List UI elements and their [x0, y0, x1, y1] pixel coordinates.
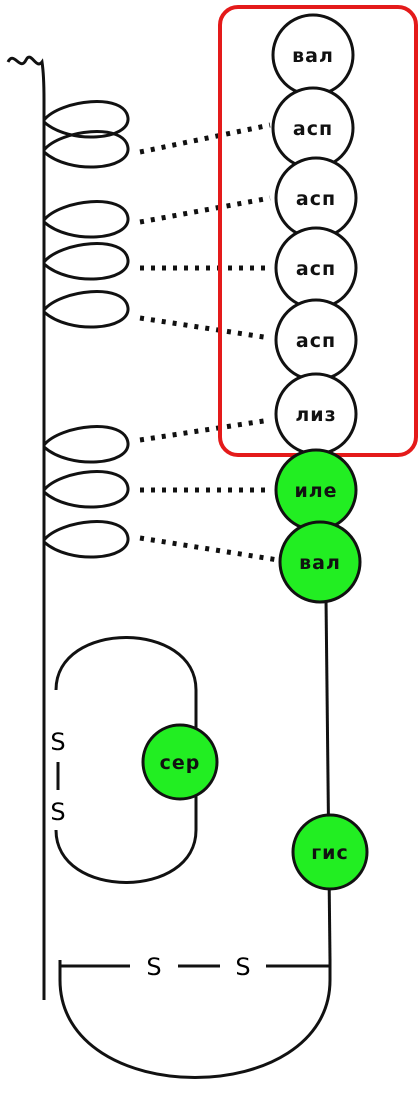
horizontal-bond-s1: S	[146, 953, 161, 981]
side-residue-label-1: гис	[311, 842, 349, 864]
chain-tail	[6, 55, 46, 101]
hydrogen-bond-dots	[139, 122, 279, 563]
helix-loops	[42, 100, 130, 559]
side-residue-label-0: сер	[160, 752, 201, 774]
horizontal-bond-s2: S	[235, 953, 250, 981]
vertical-bond-s2: S	[50, 798, 65, 826]
residue-label-2: асп	[296, 188, 336, 210]
residue-label-0: вал	[292, 45, 334, 67]
residue-label-7: вал	[299, 552, 341, 574]
side-residue-circle-0	[141, 723, 219, 801]
residue-circle-7	[278, 520, 362, 604]
side-residues: сер гис	[141, 723, 369, 891]
residue-label-1: асп	[293, 118, 333, 140]
right-chain-line	[324, 597, 332, 961]
side-residue-circle-1	[291, 813, 369, 891]
residue-label-3: асп	[296, 258, 336, 280]
bottom-loop	[58, 960, 332, 1079]
residue-chain: вал асп асп асп асп лиз иле вал	[271, 13, 362, 604]
residue-label-6: иле	[294, 480, 337, 502]
residue-label-5: лиз	[295, 404, 336, 426]
residue-label-4: асп	[296, 330, 336, 352]
vertical-bond-s1: S	[50, 728, 65, 756]
